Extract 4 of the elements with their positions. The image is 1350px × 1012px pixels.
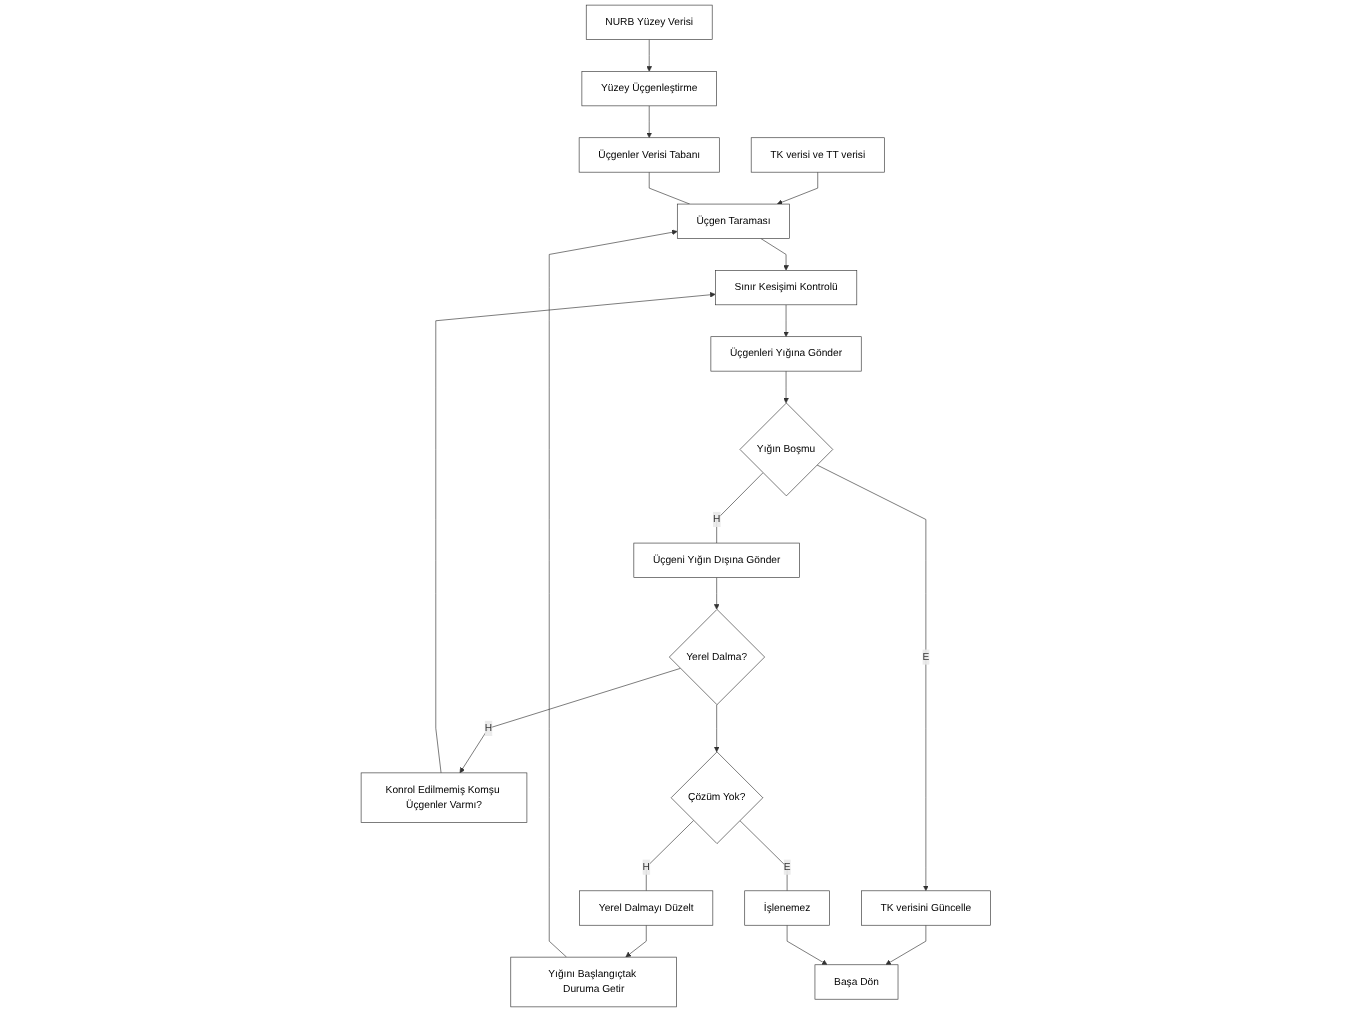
connector bbox=[738, 820, 787, 892]
connector bbox=[648, 171, 690, 205]
connector bbox=[645, 820, 694, 892]
connector bbox=[715, 472, 763, 544]
